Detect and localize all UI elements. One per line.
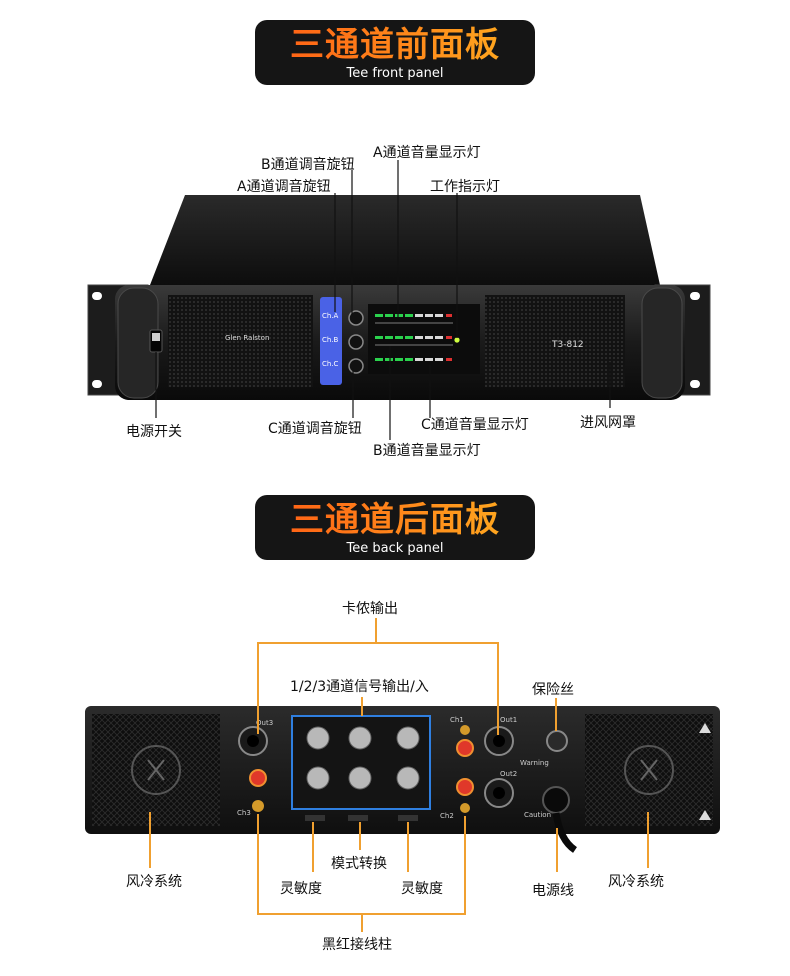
rack-hole <box>690 292 700 300</box>
back-panel-banner: 三通道后面板 Tee back panel <box>255 495 535 560</box>
fan-left <box>131 745 181 795</box>
meter-panel <box>368 304 480 374</box>
back-banner-subtitle: Tee back panel <box>346 541 444 556</box>
warning-icon <box>699 723 711 733</box>
knob-a <box>348 310 364 326</box>
label-work-led: 工作指示灯 <box>430 179 500 195</box>
label-sensitivity-right: 灵敏度 <box>401 881 443 897</box>
knob-b <box>348 334 364 350</box>
fan-hub-right <box>640 759 658 781</box>
label-vent: 进风网罩 <box>580 415 636 431</box>
label-speakon-output: 卡侬输出 <box>342 601 398 617</box>
channel-panel <box>320 297 342 385</box>
meter-row-a <box>375 314 453 324</box>
meter-row-b <box>375 336 453 346</box>
label-b-meter: B通道音量显示灯 <box>373 443 481 459</box>
label-binding-posts: 黑红接线柱 <box>322 937 392 953</box>
sensitivity-switch-right <box>398 815 418 821</box>
label-signal-io: 1/2/3通道信号输出/入 <box>290 679 429 695</box>
knob-c <box>348 358 364 374</box>
warning-icon <box>699 810 711 820</box>
label-fan-right: 风冷系统 <box>608 874 664 890</box>
front-amplifier <box>87 195 711 400</box>
left-vent-mesh <box>168 295 313 387</box>
label-fuse: 保险丝 <box>532 682 574 698</box>
binding-post-black-ch2 <box>460 803 470 813</box>
model-label: T3-812 <box>551 340 584 350</box>
mode-switch <box>348 815 368 821</box>
label-power-cord: 电源线 <box>532 883 574 899</box>
label-c-knob: C通道调音旋钮 <box>268 421 362 437</box>
binding-post-black-ch3 <box>252 800 264 812</box>
panel-text-out2: Out2 <box>500 770 517 778</box>
xlr-ch1-out <box>396 766 420 790</box>
label-a-meter: A通道音量显示灯 <box>373 145 481 161</box>
xlr-ch3-in <box>306 726 330 750</box>
binding-post-red-ch2 <box>456 778 474 796</box>
xlr-ch2-out <box>348 766 372 790</box>
meter-row-c <box>375 358 452 361</box>
back-amplifier <box>85 706 720 853</box>
front-callout-lines <box>155 160 611 440</box>
panel-text-out1: Out1 <box>500 716 517 724</box>
rack-hole <box>92 292 102 300</box>
fan-hub-left <box>147 759 165 781</box>
label-a-knob: A通道调音旋钮 <box>237 179 331 195</box>
xlr-ch3-out <box>306 766 330 790</box>
channel-a-label: Ch.A <box>322 312 339 320</box>
label-fan-left: 风冷系统 <box>126 874 182 890</box>
xlr-ch2-in <box>348 726 372 750</box>
binding-post-red-ch1 <box>456 739 474 757</box>
panel-text-ch3: Ch3 <box>237 809 251 817</box>
panel-text-ch1: Ch1 <box>450 716 464 724</box>
xlr-ch1-in <box>396 726 420 750</box>
label-b-knob: B通道调音旋钮 <box>261 157 355 173</box>
fuse-holder <box>546 730 568 752</box>
label-power-switch: 电源开关 <box>126 424 182 440</box>
panel-text-caution: Caution <box>524 811 551 819</box>
handle-right <box>641 287 683 399</box>
power-cord-inlet <box>542 786 570 814</box>
amp-top-cover <box>150 195 660 285</box>
channel-b-label: Ch.B <box>322 336 339 344</box>
power-led <box>454 337 460 343</box>
fan-right <box>624 745 674 795</box>
front-banner-subtitle: Tee front panel <box>346 66 444 81</box>
back-banner-title: 三通道后面板 <box>255 499 535 541</box>
rack-hole <box>92 380 102 388</box>
label-sensitivity-left: 灵敏度 <box>280 881 322 897</box>
binding-post-red-ch3 <box>249 769 267 787</box>
panel-text-ch2: Ch2 <box>440 812 454 820</box>
front-panel-banner: 三通道前面板 Tee front panel <box>255 20 535 85</box>
label-mode-switch: 模式转换 <box>331 856 387 872</box>
channel-c-label: Ch.C <box>322 360 339 368</box>
power-cord-cable <box>552 812 578 853</box>
front-banner-title: 三通道前面板 <box>255 24 535 66</box>
rack-hole <box>690 380 700 388</box>
binding-post-black-ch1 <box>460 725 470 735</box>
panel-text-warning: Warning <box>520 759 549 767</box>
label-c-meter: C通道音量显示灯 <box>421 417 529 433</box>
right-vent-mesh <box>485 295 625 387</box>
power-switch-rocker <box>152 333 160 341</box>
back-callout-lines <box>149 618 649 932</box>
sensitivity-switch-left <box>305 815 325 821</box>
panel-text-out3: Out3 <box>256 719 273 727</box>
brand-logo: Glen Ralston <box>225 334 269 342</box>
